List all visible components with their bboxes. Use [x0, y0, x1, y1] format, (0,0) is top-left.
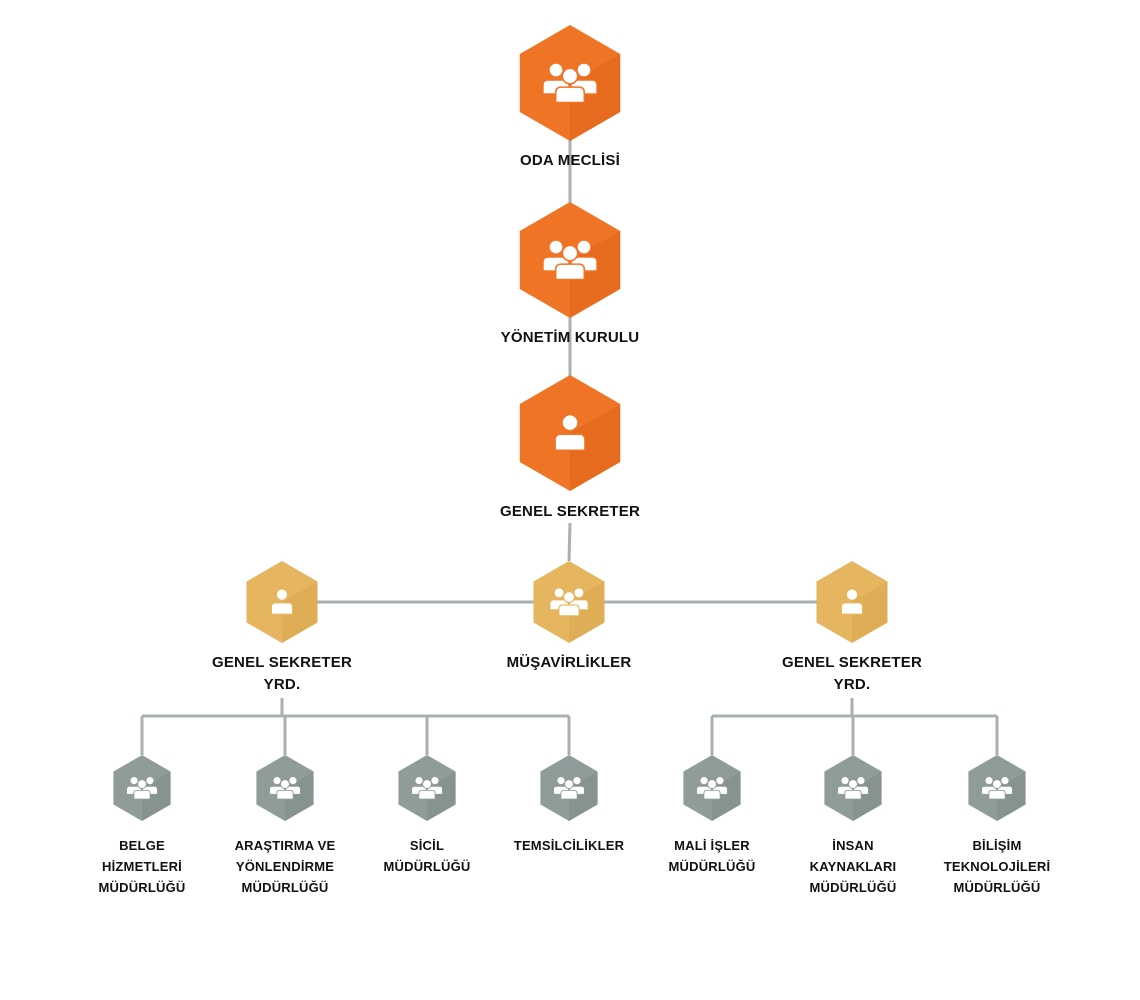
node-oda-meclisi — [519, 25, 621, 141]
person-icon — [554, 413, 586, 452]
group-icon — [981, 776, 1013, 800]
group-icon — [553, 776, 585, 800]
node-hexagons — [113, 25, 1026, 821]
node-label: ARAŞTIRMA VE YÖNLENDİRME MÜDÜRLÜĞÜ — [234, 838, 336, 895]
node-label: BELGE HİZMETLERİ MÜDÜRLÜĞÜ — [98, 838, 186, 895]
connector-lines — [140, 83, 999, 755]
group-icon — [696, 776, 728, 800]
group-icon — [542, 62, 598, 104]
node-arastirma — [256, 755, 314, 821]
node-label: MALİ İŞLER MÜDÜRLÜĞÜ — [668, 838, 756, 874]
node-label: SİCİL MÜDÜRLÜĞÜ — [383, 838, 471, 874]
node-insan — [824, 755, 882, 821]
connector-line — [567, 522, 572, 562]
node-label: GENEL SEKRETER YRD. — [781, 654, 923, 693]
node-mali — [683, 755, 741, 821]
group-icon — [542, 239, 598, 281]
node-label: BİLİŞİM TEKNOLOJİLERİ MÜDÜRLÜĞÜ — [943, 838, 1051, 895]
group-icon — [549, 587, 589, 617]
node-label: YÖNETİM KURULU — [500, 329, 640, 346]
node-bilisim — [968, 755, 1026, 821]
node-label: ODA MECLİSİ — [520, 152, 620, 169]
person-icon — [840, 588, 864, 615]
person-icon — [270, 588, 294, 615]
node-label: İNSAN KAYNAKLARI MÜDÜRLÜĞÜ — [809, 838, 897, 895]
node-gs-yrd-left — [246, 561, 318, 643]
node-label: TEMSİLCİLİKLER — [513, 838, 625, 853]
node-musavirlikler — [533, 561, 605, 643]
hexagon-shade — [852, 581, 888, 643]
hexagon-shade — [282, 581, 318, 643]
node-temsilcilikler — [540, 755, 598, 821]
group-icon — [269, 776, 301, 800]
node-label: GENEL SEKRETER YRD. — [211, 654, 353, 693]
hexagon-shade — [570, 404, 621, 491]
node-label: GENEL SEKRETER — [499, 503, 641, 520]
group-icon — [126, 776, 158, 800]
node-yonetim-kurulu — [519, 202, 621, 318]
node-gs-yrd-right — [816, 561, 888, 643]
node-belge — [113, 755, 171, 821]
node-label: MÜŞAVİRLİKLER — [506, 654, 632, 671]
node-sicil — [398, 755, 456, 821]
node-genel-sekreter — [519, 375, 621, 491]
group-icon — [411, 776, 443, 800]
group-icon — [837, 776, 869, 800]
